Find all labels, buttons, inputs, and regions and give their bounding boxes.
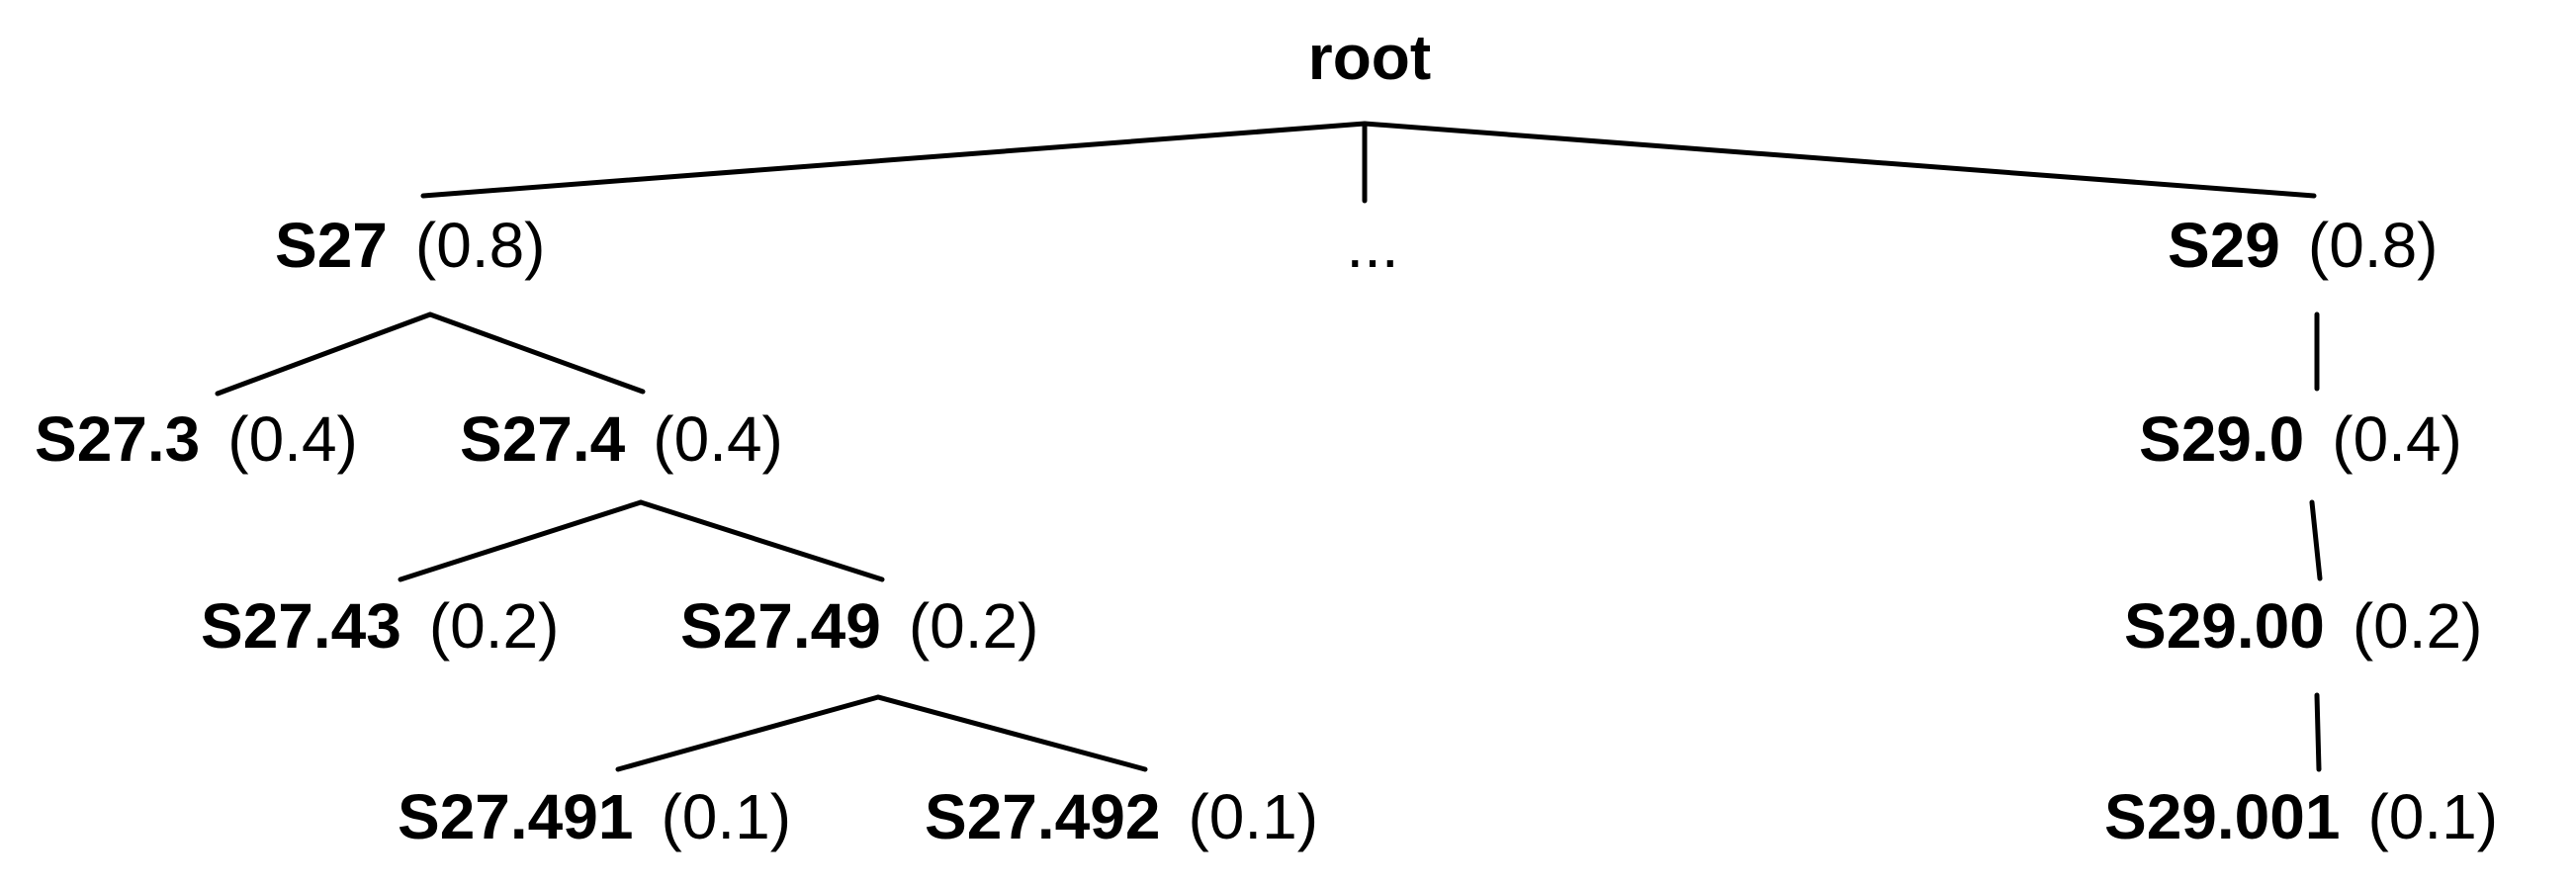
- edge-root-s29: [1362, 121, 2317, 199]
- node-s29-00-name: S29.00: [2124, 590, 2325, 662]
- edge-s27-49-s27-492: [875, 694, 1148, 772]
- node-s27-49: S27.49 (0.2): [680, 590, 1038, 662]
- node-s29-weight: (0.8): [2308, 210, 2439, 281]
- node-s29-0-name: S29.0: [2139, 403, 2304, 475]
- edge-s29-0-s29-00: [2309, 499, 2323, 581]
- edge-s27-s27-3: [215, 311, 433, 397]
- node-s29-00-weight: (0.2): [2353, 590, 2483, 662]
- node-s29-0: S29.0 (0.4): [2139, 403, 2462, 475]
- ellipsis-text: ...: [1346, 210, 1398, 281]
- tree-labels: root ... S27 (0.8) S29 (0.8) S27.3 (0.4) S2…: [35, 22, 2498, 852]
- node-s27: S27 (0.8): [275, 210, 545, 281]
- node-s27-492-name: S27.492: [925, 781, 1160, 852]
- node-s27-3-name: S27.3: [35, 403, 200, 475]
- edge-s29-00-s29-001: [2314, 692, 2322, 772]
- node-s27-3: S27.3 (0.4): [35, 403, 358, 475]
- node-s27-3-weight: (0.4): [227, 403, 358, 475]
- node-s27-492-weight: (0.1): [1188, 781, 1318, 852]
- node-s27-43-name: S27.43: [201, 590, 401, 662]
- node-s27-43-weight: (0.2): [429, 590, 560, 662]
- node-s29-name: S29: [2168, 210, 2280, 281]
- node-s27-43: S27.43 (0.2): [201, 590, 559, 662]
- tree-edges: [215, 121, 2323, 772]
- edge-root-s27: [420, 121, 1368, 199]
- node-s29-001-name: S29.001: [2104, 781, 2340, 852]
- node-s29-00: S29.00 (0.2): [2124, 590, 2482, 662]
- node-s27-491-weight: (0.1): [661, 781, 791, 852]
- node-s29-001-weight: (0.1): [2367, 781, 2498, 852]
- node-s27-492: S27.492 (0.1): [925, 781, 1318, 852]
- node-s27-4: S27.4 (0.4): [460, 403, 783, 475]
- node-s27-4-weight: (0.4): [653, 403, 783, 475]
- node-s29: S29 (0.8): [2168, 210, 2438, 281]
- node-s27-491-name: S27.491: [398, 781, 633, 852]
- edge-s27-4-s27-43: [398, 499, 644, 582]
- node-s27-491: S27.491 (0.1): [398, 781, 791, 852]
- edge-s27-4-s27-49: [638, 499, 885, 582]
- edge-s27-s27-4: [427, 311, 646, 395]
- node-s27-49-weight: (0.2): [909, 590, 1039, 662]
- node-s27-weight: (0.8): [415, 210, 546, 281]
- node-root: root: [1308, 22, 1431, 93]
- node-s27-name: S27: [275, 210, 388, 281]
- edge-s27-49-s27-491: [615, 694, 881, 772]
- node-s27-4-name: S27.4: [460, 403, 626, 475]
- node-s27-49-name: S27.49: [680, 590, 881, 662]
- node-s29-001: S29.001 (0.1): [2104, 781, 2498, 852]
- node-s29-0-weight: (0.4): [2332, 403, 2462, 475]
